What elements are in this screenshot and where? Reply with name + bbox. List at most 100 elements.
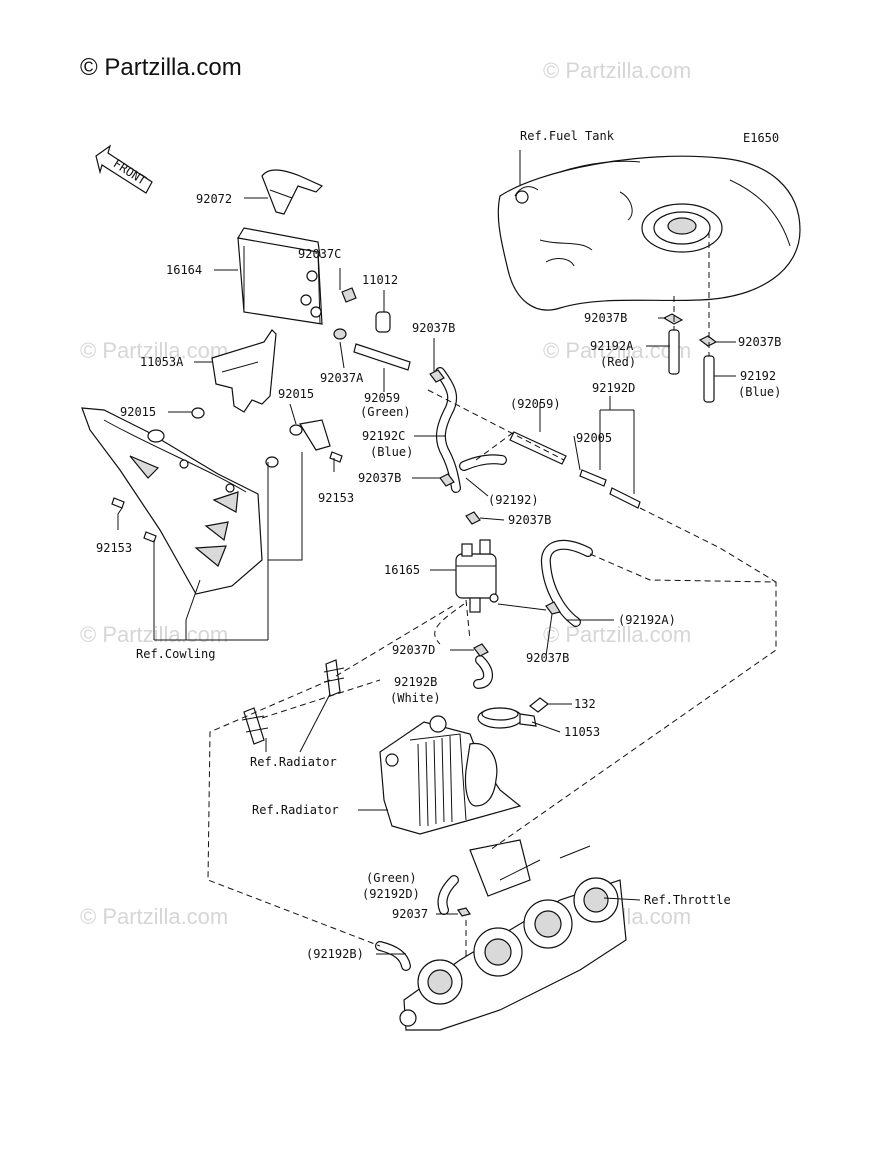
mount-bracket (299, 419, 331, 451)
label-92192D-ref: (92192D) (362, 887, 420, 901)
label-ref-radiator: Ref.Radiator (252, 803, 339, 817)
hose-92192C (435, 367, 461, 493)
label-92037B: 92037B (412, 321, 455, 335)
copyright-text: © Partzilla.com (80, 54, 242, 81)
route-line (335, 603, 457, 677)
watermark: © Partzilla.com (80, 904, 229, 929)
label-92015: 92015 (278, 387, 314, 401)
tube-92059-ref (509, 431, 567, 465)
clamp-92037B (465, 511, 481, 525)
radiator-clip (241, 707, 269, 745)
label-92192A-ref: (92192A) (618, 613, 676, 627)
label-92192-color: (Blue) (738, 385, 781, 399)
clamp-92037B (662, 313, 684, 325)
label-11053: 11053 (564, 725, 600, 739)
label-92059-color: (Green) (360, 405, 411, 419)
route-line (207, 679, 381, 947)
diagram-code: E1650 (743, 131, 779, 145)
label-92192B: 92192B (394, 675, 437, 689)
watermark: © Partzilla.com (543, 338, 692, 363)
tube-92059 (353, 343, 411, 371)
label-92037B: 92037B (738, 335, 781, 349)
label-92037B: 92037B (358, 471, 401, 485)
bracket-92072 (261, 169, 324, 215)
label-92192C-color: (Blue) (370, 445, 413, 459)
cowling-illustration (81, 407, 263, 595)
label-92037B: 92037B (584, 311, 627, 325)
label-92192B-ref: (92192B) (306, 947, 364, 961)
label-92059-ref: (92059) (510, 397, 561, 411)
label-92037C: 92037C (298, 247, 341, 261)
hose-92192D (437, 875, 459, 915)
fitting-92005 (609, 487, 641, 509)
label-92192D: 92192D (592, 381, 635, 395)
label-16164: 16164 (166, 263, 202, 277)
fuel-tank-illustration (497, 155, 801, 311)
label-ref-cowling: Ref.Cowling (136, 647, 215, 661)
route-line (427, 389, 565, 461)
bolt-92153 (329, 451, 343, 463)
label-ref-throttle: Ref.Throttle (644, 893, 731, 907)
collar-92015 (191, 407, 205, 419)
radiator-illustration (379, 715, 522, 835)
bracket-11053 (477, 707, 537, 729)
radiator-clip (323, 659, 345, 697)
label-92037A: 92037A (320, 371, 364, 385)
label-92037D: 92037D (392, 643, 435, 657)
label-92037: 92037 (392, 907, 428, 921)
label-92072: 92072 (196, 192, 232, 206)
route-line (489, 553, 777, 851)
bolt-132 (529, 697, 549, 713)
label-92192A-color: (Red) (600, 355, 636, 369)
label-92192-ref: (92192) (488, 493, 539, 507)
clamp-92037B (545, 601, 561, 615)
label-92059: 92059 (364, 391, 400, 405)
clamp-92037A (333, 328, 347, 340)
label-92037B: 92037B (508, 513, 551, 527)
collar-92015 (289, 424, 303, 436)
label-16165: 16165 (384, 563, 420, 577)
clamp-92037B (439, 473, 455, 487)
label-ref-fuel-tank: Ref.Fuel Tank (520, 129, 615, 143)
clamp-92037 (457, 907, 471, 917)
collar-92015 (265, 456, 279, 468)
tube-92192A-red (668, 329, 680, 375)
hose-92192B-ref (375, 941, 411, 971)
watermark: © Partzilla.com (543, 622, 692, 647)
plug-11012 (375, 311, 391, 333)
route-line (475, 431, 515, 461)
label-92192D-color: (Green) (366, 871, 417, 885)
throttle-body-illustration (399, 839, 627, 1031)
separator-16165 (455, 539, 499, 613)
bolt-92153 (111, 497, 125, 509)
label-ref-radiator: Ref.Radiator (250, 755, 337, 769)
label-11012: 11012 (362, 273, 398, 287)
label-132: 132 (574, 697, 596, 711)
label-92192C: 92192C (362, 429, 405, 443)
label-11053A: 11053A (140, 355, 184, 369)
bracket-11053A (211, 329, 277, 413)
label-92037B: 92037B (526, 651, 569, 665)
canister-16164 (237, 227, 323, 325)
front-arrow-icon: FRONT (95, 144, 153, 194)
route-line (434, 603, 465, 645)
hose-92192B (473, 655, 493, 689)
clamp-92037B (698, 335, 718, 347)
tube-92192-blue (703, 355, 715, 403)
hose-92192-ref (459, 454, 507, 471)
label-92005: 92005 (576, 431, 612, 445)
clamp-92037D (473, 643, 489, 657)
label-92192: 92192 (740, 369, 776, 383)
hose-92192A (540, 539, 593, 627)
clamp-92037C (341, 287, 357, 303)
label-92192A: 92192A (590, 339, 634, 353)
route-line (261, 679, 381, 719)
label-92153: 92153 (96, 541, 132, 555)
route-line (639, 507, 777, 583)
label-92015: 92015 (120, 405, 156, 419)
watermark: © Partzilla.com (543, 58, 692, 83)
label-92192B-color: (White) (390, 691, 441, 705)
fitting-92005 (579, 469, 607, 487)
